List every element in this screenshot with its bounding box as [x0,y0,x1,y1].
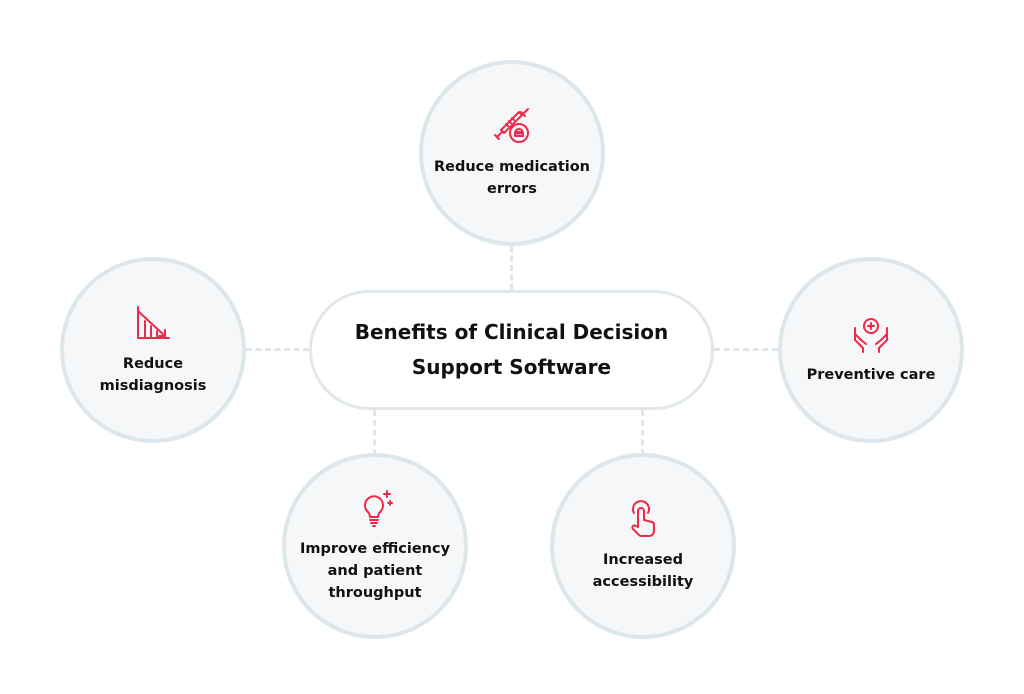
touch-hand-icon [631,500,655,538]
benefit-label: Reduce medication errors [433,159,591,197]
benefit-label: Preventive care [806,367,936,383]
hands-medical-cross-icon [854,318,888,353]
benefit-label: Increased accessibility [592,552,694,590]
benefit-label: Reduce misdiagnosis [99,356,207,394]
connector-bottom-left [373,410,376,455]
benefit-improve-efficiency: Improve efficiency and patient throughpu… [282,453,468,639]
syringe-skull-icon [494,108,529,143]
diagram-title: Benefits of Clinical Decision Support So… [354,320,669,379]
benefit-reduce-misdiagnosis: Reduce misdiagnosis [60,257,246,443]
connector-right [714,348,778,351]
central-topic: Benefits of Clinical Decision Support So… [309,290,714,410]
benefit-preventive-care: Preventive care [778,257,964,443]
benefit-reduce-medication-errors: Reduce medication errors [419,60,605,246]
declining-chart-icon [137,306,170,339]
connector-bottom-right [641,410,644,455]
benefit-label: Improve efficiency and patient throughpu… [299,541,451,601]
connector-top [510,246,513,290]
connector-left [246,348,309,351]
benefit-increased-accessibility: Increased accessibility [550,453,736,639]
lightbulb-sparkle-icon [364,490,393,527]
